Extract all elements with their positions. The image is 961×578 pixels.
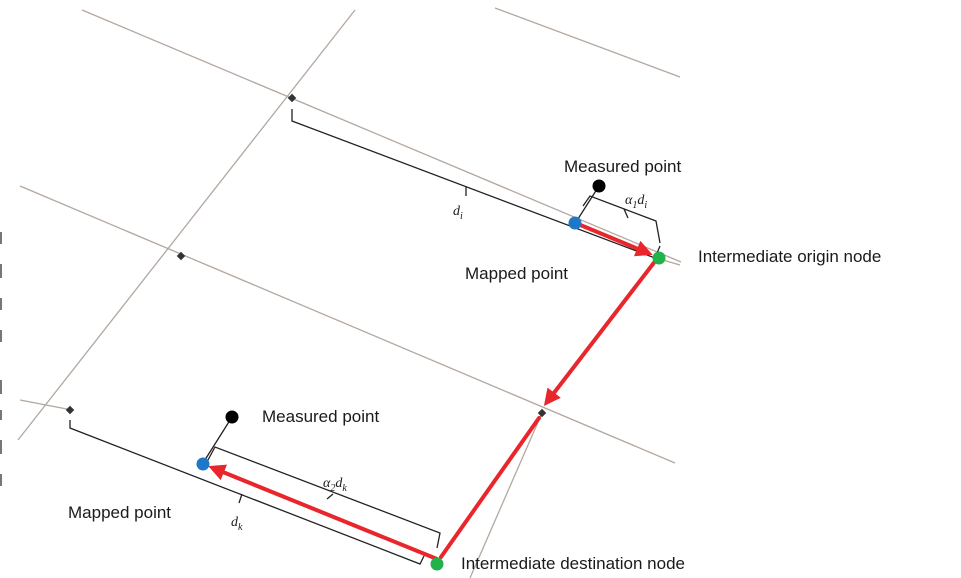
- grid-node: [287, 93, 297, 103]
- label-measured-point-bottom: Measured point: [262, 407, 379, 426]
- measured-point-bottom: [225, 410, 239, 424]
- label-origin-node: Intermediate origin node: [698, 247, 881, 266]
- label-destination-node: Intermediate destination node: [461, 554, 685, 573]
- math-d-k: dk: [231, 515, 243, 533]
- points: [196, 179, 666, 571]
- route-arrows: [208, 222, 658, 561]
- measured-point-top: [592, 179, 606, 193]
- arrow-grid-node-to-destination: [439, 416, 541, 559]
- arrow-destination-to-mapped: [208, 464, 439, 561]
- grid-node: [65, 405, 75, 415]
- bracket-alpha2-d-k: [207, 446, 441, 549]
- math-alpha2-d-k: α2dk: [323, 476, 347, 494]
- math-alpha1-d-i: α1di: [625, 193, 647, 211]
- bracket-alpha1-d-i: [582, 195, 661, 244]
- label-mapped-point-top: Mapped point: [465, 264, 568, 283]
- grid-node: [537, 408, 547, 418]
- mapped-point-top: [568, 216, 582, 230]
- arrow-origin-to-grid-node: [543, 258, 658, 406]
- arrow-mapped-to-origin: [576, 222, 653, 257]
- grid-nodes: [65, 93, 547, 418]
- road-grid: [17, 7, 682, 578]
- connector-top: [575, 185, 600, 223]
- destination-node-point: [430, 557, 444, 571]
- road-line-right-diagonal: [494, 7, 681, 78]
- mapped-point-bottom: [196, 457, 210, 471]
- left-edge-marks: [0, 232, 2, 486]
- origin-node-point: [652, 251, 666, 265]
- label-measured-point-top: Measured point: [564, 157, 681, 176]
- road-line-middle: [19, 185, 676, 464]
- math-d-i: di: [453, 204, 463, 222]
- bracket-d-k: [69, 420, 425, 565]
- road-line-bottom-vertical: [469, 412, 543, 578]
- road-line-top: [81, 9, 682, 263]
- connector-bottom: [202, 416, 233, 464]
- label-mapped-point-bottom: Mapped point: [68, 503, 171, 522]
- grid-node: [176, 251, 186, 261]
- road-line-left-vertical: [17, 9, 356, 441]
- measurement-connectors: [202, 185, 600, 464]
